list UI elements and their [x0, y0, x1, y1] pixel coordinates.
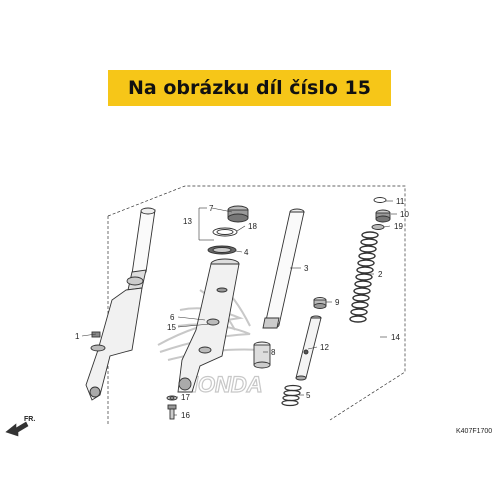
fork-tube-middle	[177, 258, 240, 393]
callout-8: 8	[271, 348, 276, 357]
callout-3: 3	[304, 264, 309, 273]
banner-text: Na obrázku díl číslo 15	[128, 77, 371, 99]
callout-15: 15	[167, 323, 176, 332]
callout-18: 18	[248, 222, 257, 231]
callout-2: 2	[378, 270, 383, 279]
fork-spring	[349, 231, 379, 323]
rebound-spring	[281, 384, 302, 407]
bolt-and-washer	[166, 395, 178, 420]
collar	[313, 297, 327, 309]
callout-14: 14	[391, 333, 400, 342]
callout-1: 1	[75, 332, 80, 341]
front-direction-label: FR.	[24, 416, 35, 423]
callout-4: 4	[244, 248, 249, 257]
part-number-banner: Na obrázku díl číslo 15	[108, 70, 391, 106]
callout-7: 7	[209, 204, 214, 213]
inner-tube	[262, 208, 305, 329]
callout-5: 5	[306, 391, 311, 400]
spring-top-pieces	[371, 197, 391, 230]
fork-tube-left	[85, 207, 156, 401]
callout-labels: 1 2 3 4 5 6 7 8 9 10 11 12 13 14 15 16 1…	[75, 197, 409, 420]
callout-16: 16	[181, 411, 190, 420]
callout-17: 17	[181, 393, 190, 402]
fork-cap-assembly	[207, 205, 249, 255]
callout-10: 10	[400, 210, 409, 219]
diagram-code: K407F1700	[456, 428, 492, 435]
callout-9: 9	[335, 298, 340, 307]
callout-12: 12	[320, 343, 329, 352]
leader-lines	[81, 200, 397, 416]
callout-6: 6	[170, 313, 175, 322]
callout-13: 13	[183, 217, 192, 226]
damper-rod	[295, 315, 322, 381]
callout-11: 11	[396, 197, 405, 206]
front-direction-arrow: FR.	[5, 416, 35, 437]
callout-19: 19	[394, 222, 403, 231]
bushing	[253, 341, 271, 369]
